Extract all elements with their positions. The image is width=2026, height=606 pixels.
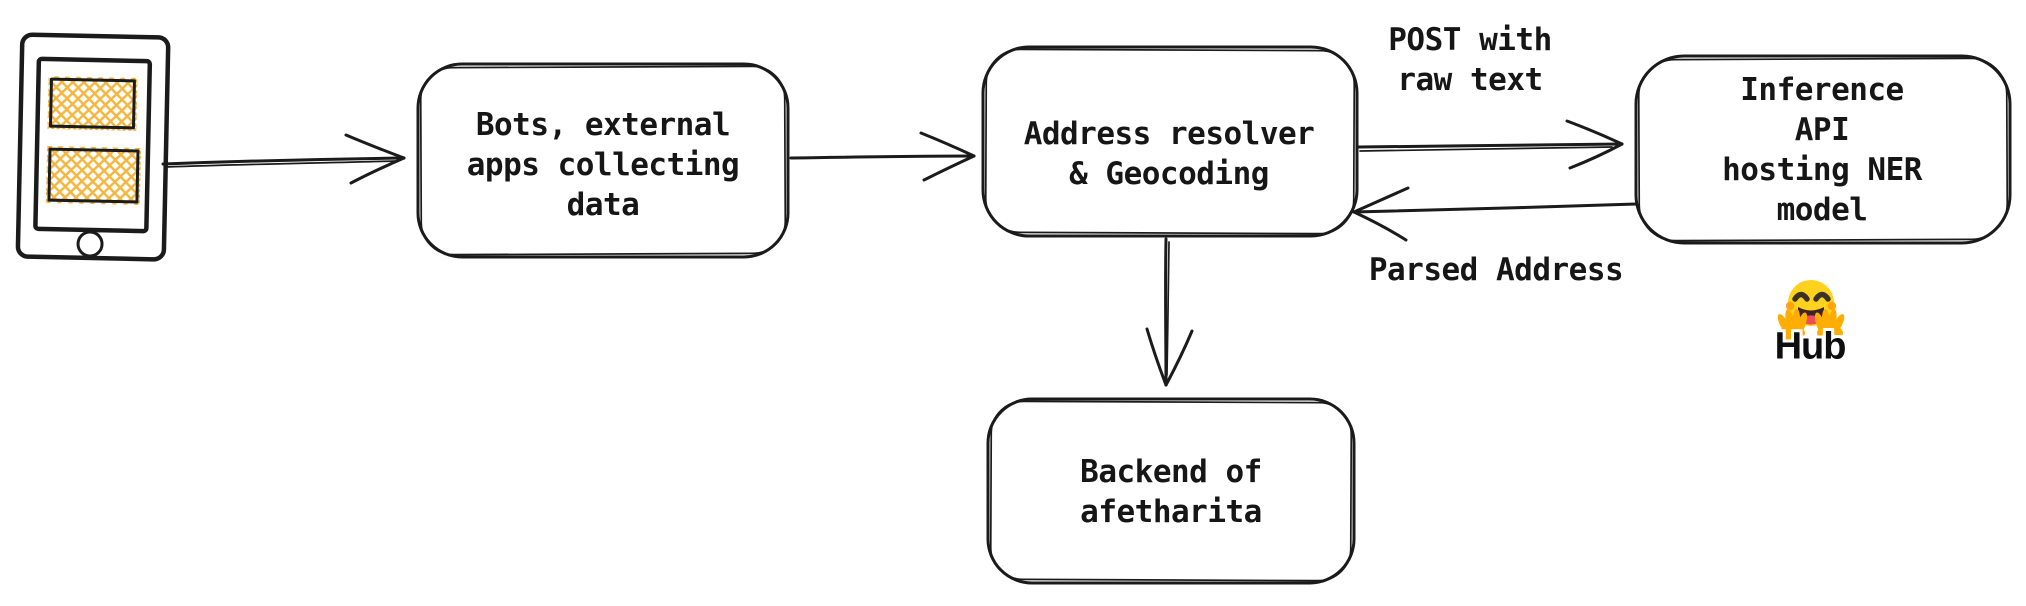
phone-icon [15,32,171,262]
hugging-face-emoji [1777,280,1845,341]
node-label-backend: Backend of afetharita [1080,454,1262,530]
arrow-inference-to-resolver [1352,186,1638,242]
node-label-bots: Bots, external apps collecting data [466,107,740,223]
edge-label-post-raw-text: POST with raw text [1388,22,1552,98]
emoji-left-hand [1777,309,1808,341]
node-box-backend [986,397,1356,585]
arrow-bots-to-resolver [789,131,976,182]
node-box-resolver [981,45,1359,238]
phone-home-button [76,230,104,258]
arrow-resolver-to-backend [1145,237,1194,387]
phone-content-block-2 [45,146,142,206]
node-box-inference [1634,54,2012,245]
arrow-resolver-to-inference [1357,119,1624,170]
node-box-bots [416,62,790,259]
edge-label-parsed-address: Parsed Address [1368,252,1624,288]
node-label-inference: Inference API hosting NER model [1722,72,1922,228]
phone-content-block-1 [47,76,138,131]
arrow-phone-to-bots [161,133,406,185]
emoji-right-hand [1814,309,1845,341]
node-label-resolver: Address resolver & Geocoding [1023,116,1315,192]
hub-label: Hub [1774,325,1847,368]
